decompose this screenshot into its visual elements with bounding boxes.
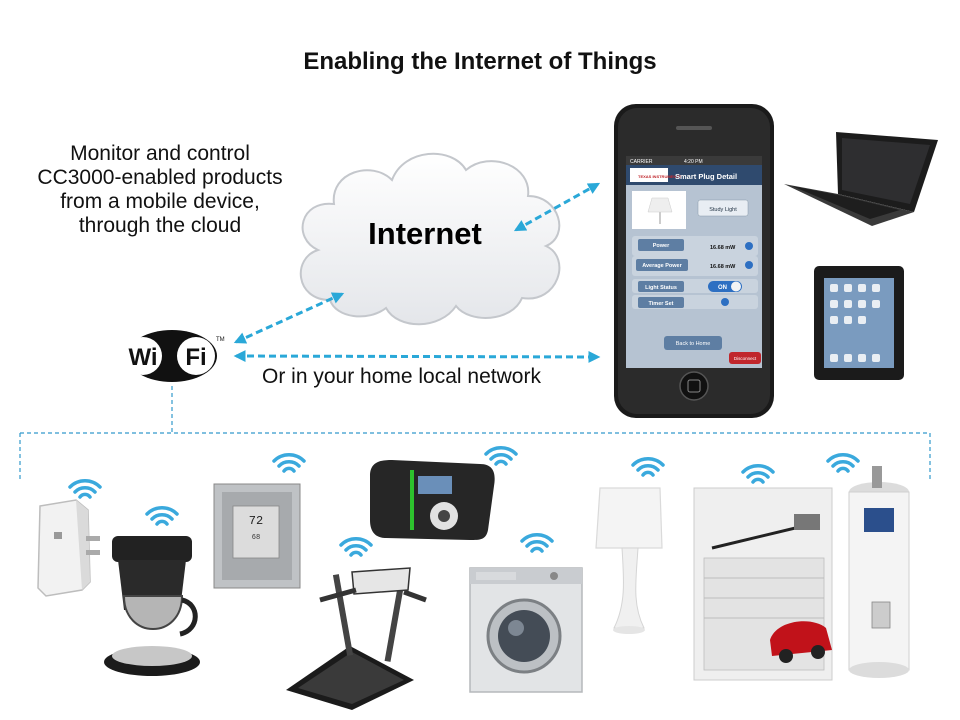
wifi-signal-icon — [339, 537, 373, 557]
phone-row-label: Average Power — [642, 263, 682, 269]
water-heater-icon — [848, 466, 910, 678]
wifi-signal-icon — [741, 464, 775, 484]
phone-row-value: 16.68 mW — [710, 264, 736, 270]
cloud-phone-arrow — [513, 182, 601, 232]
garage-door-icon — [693, 487, 833, 681]
phone-brand: TEXAS INSTRUMENTS — [638, 174, 682, 179]
thermostat-temp: 72 — [249, 514, 263, 528]
wifi-signal-icon — [520, 533, 554, 553]
phone-row-label: Light Status — [645, 285, 677, 291]
description-line: Monitor and control — [70, 142, 250, 165]
phone-screen-title: Smart Plug Detail — [675, 172, 737, 181]
wifi-signal-icon — [272, 453, 306, 473]
cloud-label: Internet — [368, 216, 482, 251]
phone-row-label: Timer Set — [649, 301, 674, 307]
wifi-signal-icon — [631, 457, 665, 477]
description-line: through the cloud — [78, 214, 242, 237]
thermostat-setpoint: 68 — [252, 534, 260, 542]
lamp-icon — [595, 487, 663, 634]
wifi-signals — [68, 446, 860, 557]
description-text: Monitor and control CC3000-enabled produ… — [10, 142, 310, 238]
phone-disconnect-button: Disconnect — [734, 356, 757, 361]
smart-plug-icon — [37, 499, 100, 597]
coffee-maker-icon — [104, 536, 200, 676]
phone-row-label: Power — [653, 243, 670, 249]
phone-device-name: Study Light — [709, 207, 737, 213]
wifi-trademark: TM — [216, 337, 225, 343]
thermostat-icon: 72 68 — [213, 483, 301, 589]
home-network-bus — [19, 386, 931, 480]
washing-machine-icon — [469, 567, 583, 693]
phone-back-button: Back to Home — [676, 341, 711, 347]
wifi-cloud-arrow — [233, 292, 345, 344]
description-line: CC3000-enabled products — [37, 166, 283, 189]
phone-row-value: 16.68 mW — [710, 245, 736, 251]
wifi-signal-icon — [145, 506, 179, 526]
wifi-signal-icon — [826, 453, 860, 473]
wifi-phone-arrow — [233, 350, 601, 363]
phone-toggle-on: ON — [718, 285, 727, 291]
slide-title: Enabling the Internet of Things — [303, 48, 657, 75]
radio-icon — [370, 460, 495, 540]
treadmill-icon — [286, 567, 427, 710]
wifi-signal-icon — [68, 479, 102, 499]
smartphone-icon: CARRIER 4:20 PM TEXAS INSTRUMENTS Smart … — [614, 104, 774, 418]
phone-carrier: CARRIER — [630, 159, 653, 165]
tablet-icon — [814, 266, 904, 380]
description-line: from a mobile device, — [60, 190, 260, 213]
laptop-icon — [784, 132, 938, 226]
phone-time: 4:20 PM — [684, 159, 703, 165]
local-network-label: Or in your home local network — [262, 365, 541, 388]
wifi-signal-icon — [484, 446, 518, 466]
